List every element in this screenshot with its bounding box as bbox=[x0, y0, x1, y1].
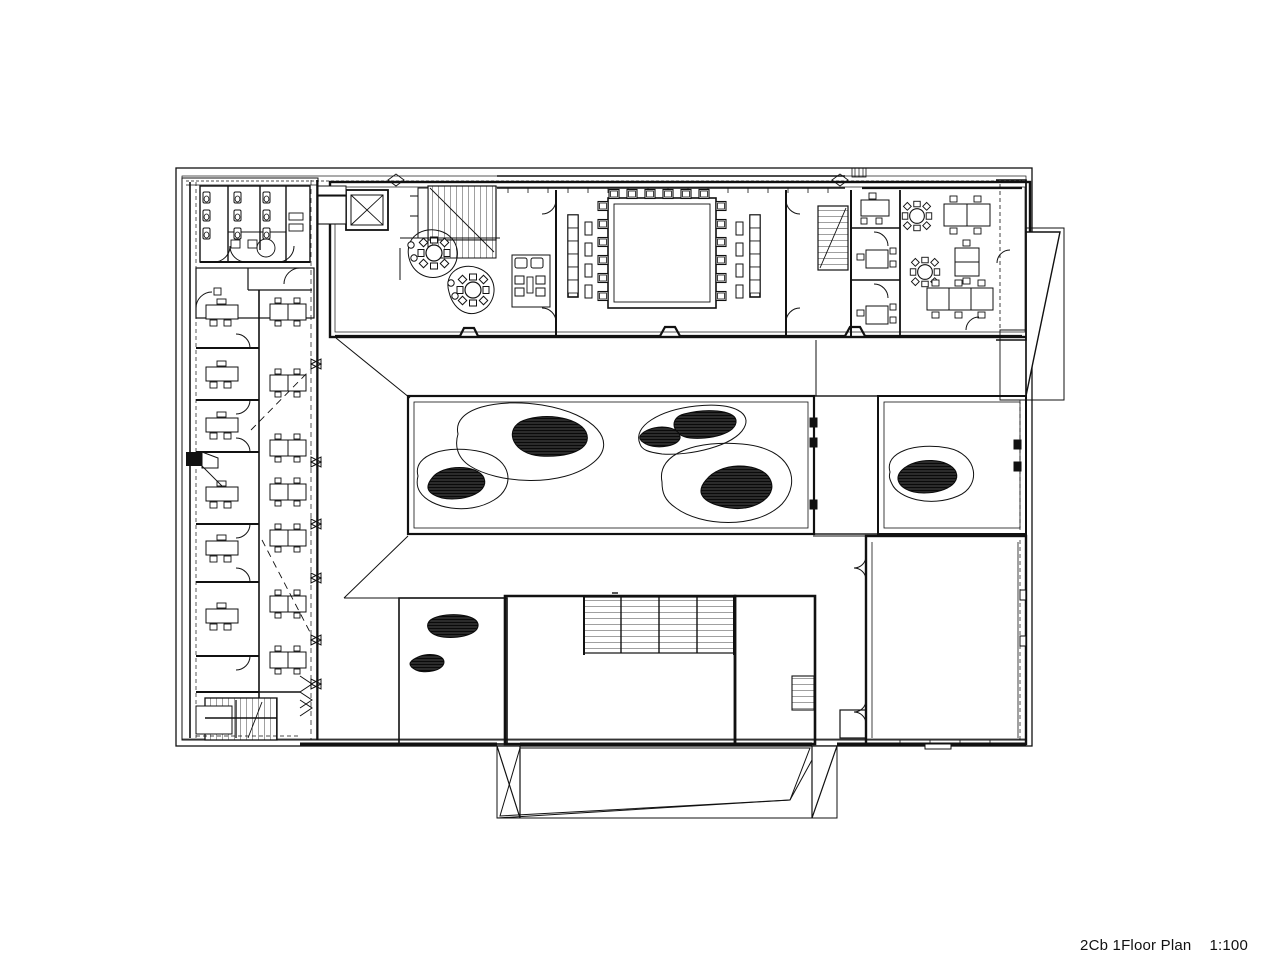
east-cell-desk-2 bbox=[856, 247, 897, 269]
office-doors bbox=[235, 333, 251, 671]
diagonal-roof-planes bbox=[335, 337, 866, 599]
north-wing-wall-break bbox=[387, 173, 405, 187]
west-wing-facade-doors bbox=[309, 358, 323, 690]
east-cell-desk-3 bbox=[856, 303, 897, 325]
boardroom-cabinets bbox=[567, 214, 761, 299]
south-entrance-canopy bbox=[496, 745, 838, 819]
title-block: 2Cb 1Floor Plan 1:100 bbox=[1080, 937, 1248, 954]
east-room-doors bbox=[853, 555, 867, 725]
desk-bank-2 bbox=[954, 239, 980, 285]
toilet-block bbox=[199, 185, 311, 263]
west-entrance-niche bbox=[186, 451, 223, 487]
toilet-doors bbox=[213, 245, 295, 263]
east-facade bbox=[1019, 180, 1027, 740]
east-cell-desk-1 bbox=[860, 192, 890, 225]
fire-escape-zigzag bbox=[299, 675, 313, 717]
sight-lines bbox=[250, 369, 313, 637]
south-east-stair bbox=[791, 675, 815, 711]
desk-bank-1 bbox=[943, 195, 991, 235]
boardroom-table bbox=[607, 197, 717, 309]
central-courtyard bbox=[406, 394, 879, 536]
planting-beds-central bbox=[416, 402, 792, 523]
south-facade bbox=[186, 735, 1026, 750]
west-cell-offices bbox=[186, 298, 259, 693]
north-stair bbox=[410, 185, 497, 259]
drawing-scale: 1:100 bbox=[1209, 937, 1248, 954]
lounge-seating bbox=[511, 254, 551, 308]
east-office-cells bbox=[851, 190, 901, 336]
drawing-title: 2Cb 1Floor Plan bbox=[1080, 937, 1192, 954]
north-wing bbox=[186, 175, 1032, 339]
east-stair bbox=[817, 205, 849, 271]
north-facade-mullions bbox=[186, 175, 1022, 189]
desk-bank-3 bbox=[926, 279, 994, 319]
basins bbox=[230, 212, 304, 249]
east-open-office bbox=[901, 195, 994, 319]
grand-stair bbox=[583, 596, 735, 655]
south-west-garden bbox=[398, 597, 508, 745]
south-west-stair bbox=[195, 691, 300, 741]
elevator bbox=[317, 185, 389, 231]
west-wing bbox=[181, 177, 323, 741]
round-table-cluster-nw bbox=[399, 229, 495, 315]
north-dimension-marker bbox=[831, 167, 867, 187]
north-wing-doors bbox=[541, 199, 1011, 331]
